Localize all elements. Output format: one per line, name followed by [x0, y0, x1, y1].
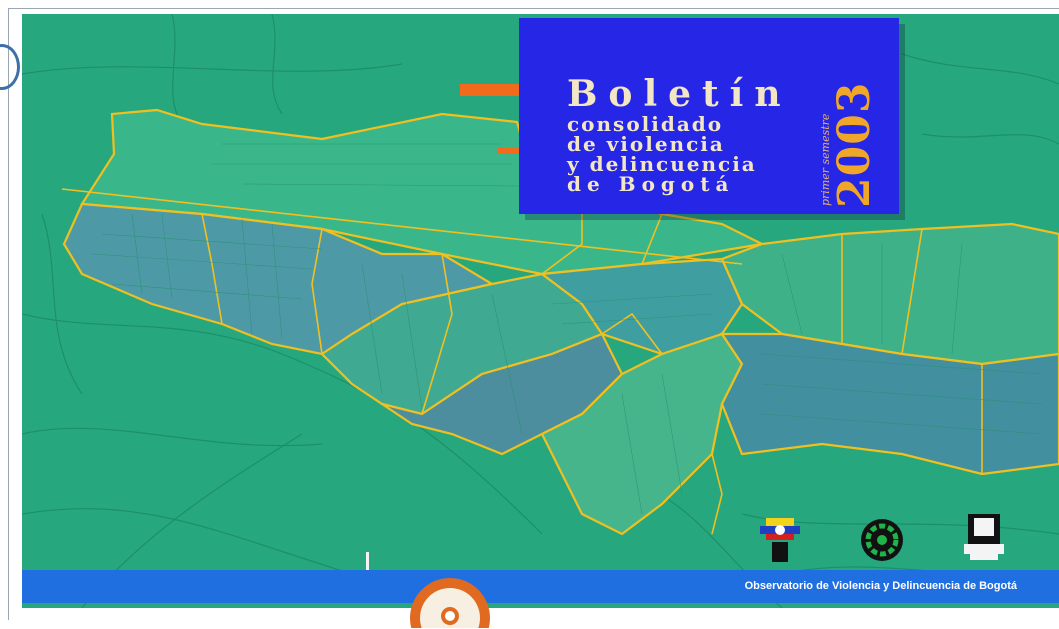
bulletin-title: Boletín — [567, 73, 792, 115]
title-line-4: de Bogotá — [567, 172, 735, 196]
frame-left-border — [8, 8, 9, 620]
title-line-2: de violencia — [567, 132, 725, 156]
footer-band: Observatorio de Violencia y Delincuencia… — [22, 570, 1059, 603]
green-circular-seal-icon — [861, 519, 903, 561]
bulletin-cover: Boletín consolidado de violencia y delin… — [22, 14, 1059, 608]
slide-edge-arc — [0, 44, 20, 90]
year-label: 2003 — [829, 82, 880, 208]
street-grid — [91, 143, 1043, 515]
year-text: 2003 — [829, 81, 880, 208]
frame-top-border — [8, 8, 1059, 9]
title-block: Boletín consolidado de violencia y delin… — [519, 18, 899, 214]
bogota-map — [22, 14, 1059, 608]
title-line-3: y delincuencia — [567, 152, 757, 176]
title-line-1: consolidado — [567, 112, 724, 136]
police-emblem-icon — [760, 518, 800, 562]
observatory-label: Observatorio de Violencia y Delincuencia… — [744, 580, 1017, 592]
urban-area — [62, 108, 1059, 536]
scale-mark — [366, 552, 369, 576]
bogota-campaign-seal-icon — [410, 578, 490, 628]
bogota-shield-icon — [964, 514, 1004, 560]
